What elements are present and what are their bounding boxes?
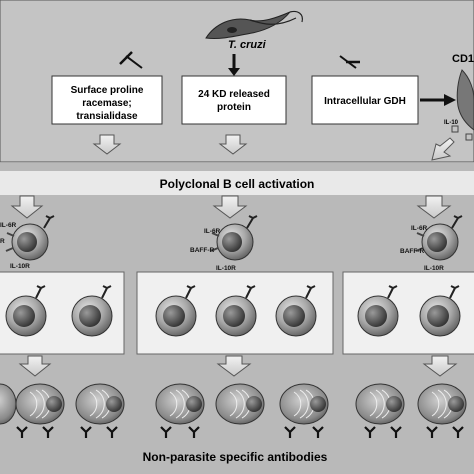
- antigen-1-line3: transialidase: [76, 111, 138, 122]
- baffr-label-right: BAFF-R: [400, 248, 424, 255]
- down-arrows-row-1: [92, 134, 455, 161]
- il10r-label-right: IL-10R: [424, 265, 444, 272]
- down-arrows-row-2: [10, 195, 452, 219]
- il10-label: IL-10: [444, 120, 459, 126]
- antigen-1-line2: racemase;: [82, 98, 131, 109]
- baffr-label-left: R: [0, 238, 5, 245]
- il6r-label-right: IL-6R: [411, 225, 428, 232]
- antigen-2-line2: protein: [217, 102, 251, 113]
- antigen-box-3: Intracellular GDH: [311, 75, 419, 125]
- activated-b-cells: [5, 215, 463, 261]
- b-cell-left: [5, 215, 55, 261]
- plasma-cells: [0, 383, 467, 425]
- banner-title: Polyclonal B cell activation: [160, 177, 315, 191]
- banner-bar: [0, 171, 474, 195]
- proliferating-b-cells: [5, 285, 461, 337]
- antigen-box-1: Surface proline racemase; transialidase: [51, 75, 163, 125]
- trypanosome-icon: [205, 10, 303, 39]
- antigen-2-line1: 24 KD released: [198, 89, 270, 100]
- footer-caption: Non-parasite specific antibodies: [143, 450, 328, 464]
- antigen-box-2: 24 KD released protein: [181, 75, 287, 125]
- down-arrows-row-3: [18, 355, 458, 377]
- organism-label: T. cruzi: [228, 39, 267, 51]
- b-cell-right: [415, 215, 463, 261]
- cd1-label: CD1: [452, 53, 474, 65]
- antibodies: [16, 426, 464, 438]
- inhibition-arrows: [119, 51, 360, 76]
- b-cell-center: [210, 215, 258, 261]
- cd1-molecule-icon: [451, 69, 474, 141]
- il6r-label-center: IL-6R: [204, 228, 221, 235]
- antigen-1-line1: Surface proline: [71, 85, 144, 96]
- arrow-to-cd1: [420, 94, 456, 106]
- receptor-labels: IL-6R R IL-10R IL-6R BAFF-R IL-10R IL-6R…: [0, 222, 444, 272]
- il10r-label-left: IL-10R: [10, 263, 30, 270]
- antigen-3-line1: Intracellular GDH: [324, 96, 406, 107]
- il10r-label-center: IL-10R: [216, 265, 236, 272]
- baffr-label-center: BAFF-R: [190, 247, 214, 254]
- il6r-label-left: IL-6R: [0, 222, 17, 229]
